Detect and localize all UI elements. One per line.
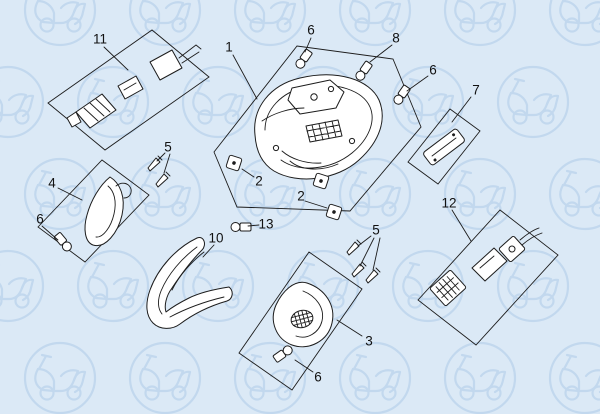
callout-label-8-3: 8 (392, 30, 400, 46)
bulb-icon (353, 59, 374, 83)
screw-icon (346, 239, 362, 256)
part-group-10-headlight-fairing (146, 236, 233, 329)
bulb-icon (52, 231, 74, 254)
callout-label-6-7: 6 (36, 211, 44, 227)
leader-lines (41, 37, 472, 373)
callout-label-6-16: 6 (314, 369, 322, 385)
callout-label-10-12: 10 (208, 230, 224, 246)
bulb-icon (271, 343, 295, 364)
clip-fastener-icon (325, 203, 343, 221)
part-group-11-turn-signal-kit (47, 29, 210, 151)
callout-label-7-5: 7 (472, 82, 480, 98)
callout-label-1-1: 1 (225, 39, 233, 55)
callout-label-6-4: 6 (429, 62, 437, 78)
part-group-3-taillight (238, 251, 363, 391)
callout-label-2-9: 2 (255, 173, 263, 189)
callout-label-6-2: 6 (307, 22, 315, 38)
callout-label-2-10: 2 (297, 188, 305, 204)
bulb-icon (293, 47, 314, 71)
part-group-1-rear-body-assembly (213, 45, 422, 212)
part-group-12-turn-signal-kit (417, 209, 559, 346)
screw-icon (351, 261, 367, 278)
clip-fastener-icon (225, 154, 243, 172)
callout-label-13-11: 13 (258, 216, 274, 232)
bulb-icon (230, 222, 252, 232)
callout-label-5-8: 5 (164, 139, 172, 155)
callout-label-4-6: 4 (48, 175, 56, 191)
part-group-4-side-cover (37, 159, 150, 263)
screw-icon (155, 171, 171, 188)
callout-label-12-14: 12 (441, 195, 457, 211)
callout-label-3-15: 3 (365, 333, 373, 349)
callout-label-11-0: 11 (92, 31, 108, 47)
part-group-7-reflector-plate (407, 108, 481, 185)
callout-label-5-13: 5 (372, 222, 380, 238)
